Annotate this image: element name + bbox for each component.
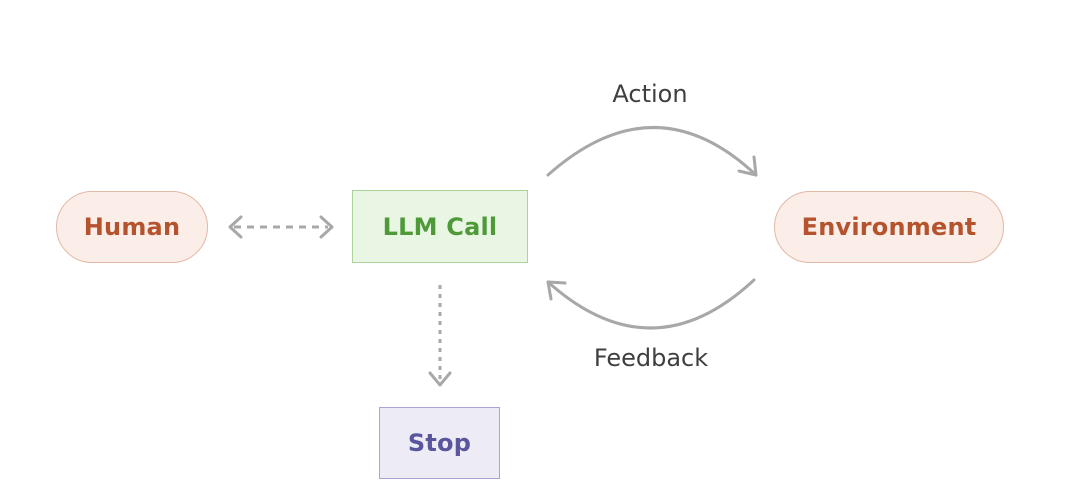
- environment-node: Environment: [774, 191, 1004, 263]
- right-arrowhead-icon: [319, 215, 334, 239]
- action-label: Action: [612, 80, 688, 108]
- action-arrowhead-icon: [737, 155, 758, 177]
- feedback-arc: [546, 278, 756, 330]
- feedback-label: Feedback: [593, 344, 709, 372]
- left-arrowhead-icon: [228, 215, 243, 239]
- down-arrowhead-icon: [428, 371, 452, 387]
- stop-node: Stop: [379, 407, 500, 479]
- action-arc: [546, 126, 758, 177]
- human-node: Human: [56, 191, 208, 263]
- llm-call-node: LLM Call: [352, 190, 528, 263]
- feedback-arrowhead-icon: [546, 280, 567, 301]
